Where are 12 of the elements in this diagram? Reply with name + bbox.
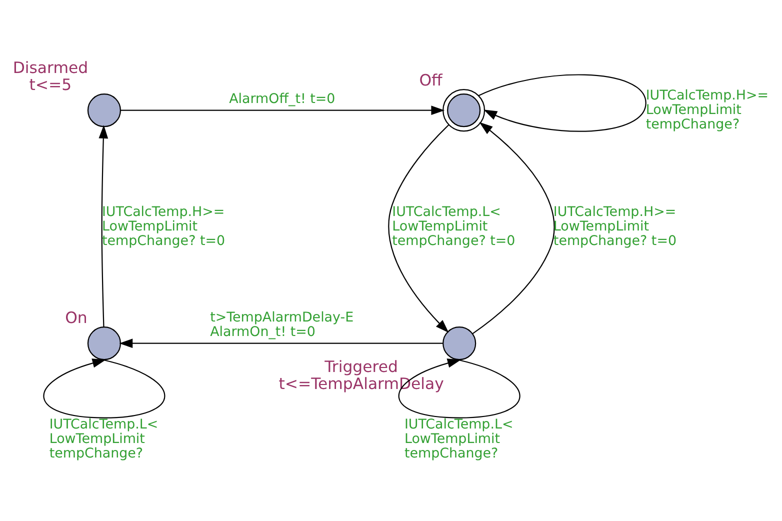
node-label: Off xyxy=(419,70,442,89)
node-label: On xyxy=(65,307,88,326)
edge-label: IUTCalcTemp.L< LowTempLimit tempChange? xyxy=(404,417,514,462)
edge-label: IUTCalcTemp.H>= LowTempLimit tempChange? xyxy=(646,88,769,132)
edge-label: IUTCalcTemp.H>= LowTempLimit tempChange? t=0 xyxy=(553,204,677,248)
edge-label: IUTCalcTemp.L< LowTempLimit tempChange? xyxy=(49,417,158,462)
edge-label: AlarmOff_t! t=0 xyxy=(229,92,336,107)
edge-label: IUTCalcTemp.L< LowTempLimit tempChange? t=0 xyxy=(392,204,516,248)
node-label: Disarmed xyxy=(12,58,88,77)
edge-label: t>TempAlarmDelay-E AlarmOn_t! t=0 xyxy=(210,310,354,340)
node-label: t<=5 xyxy=(29,74,72,94)
node-label: Triggered xyxy=(324,356,398,376)
